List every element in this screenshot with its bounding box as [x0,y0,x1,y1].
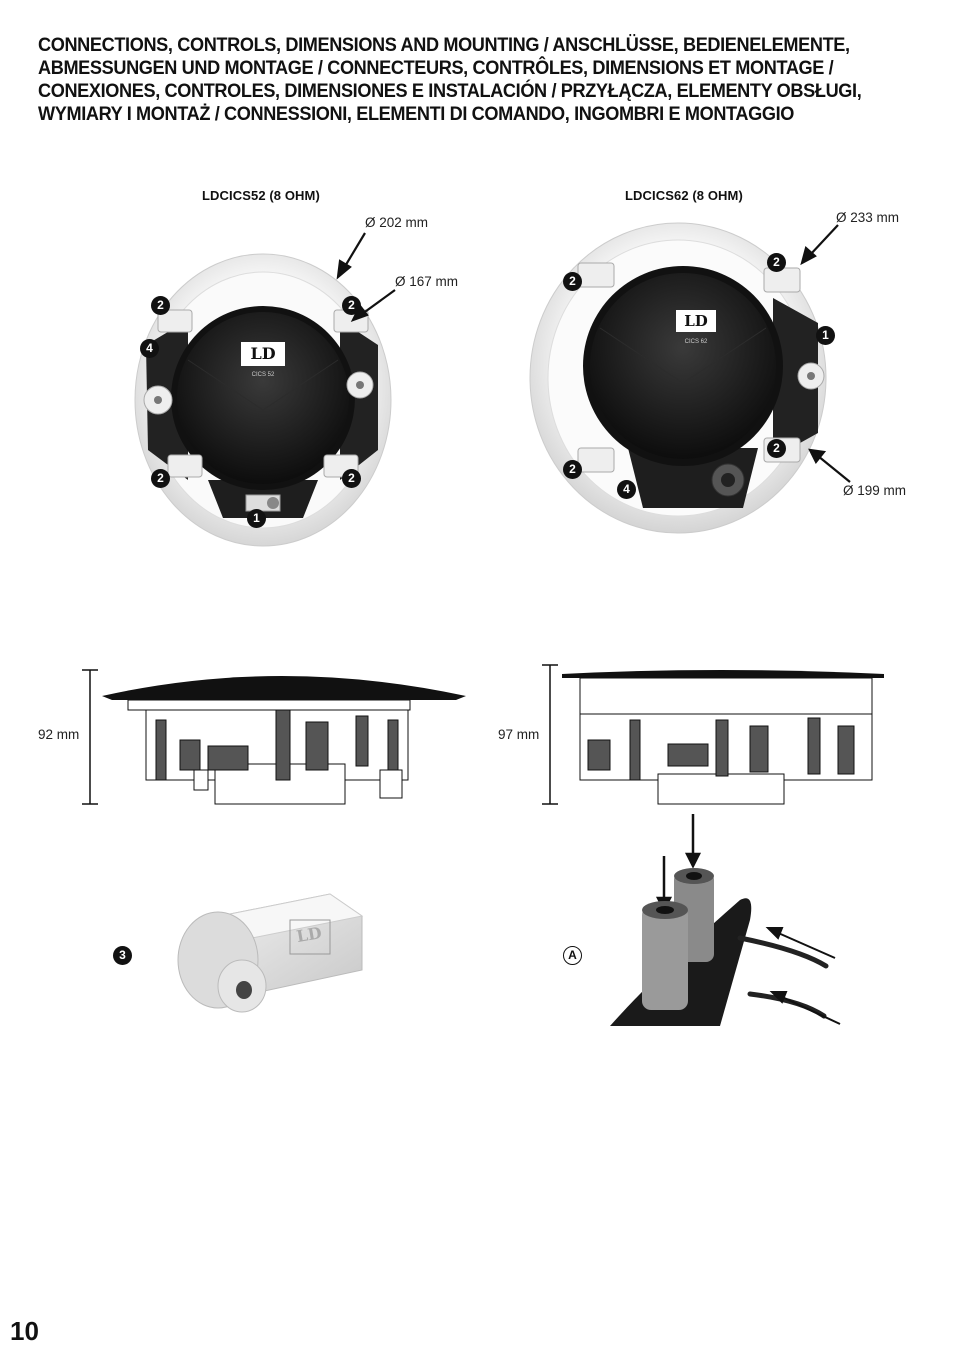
callout-2-left-tl: 2 [151,296,170,315]
callout-2-left-tr: 2 [342,296,361,315]
model-label-right: LDCICS62 (8 OHM) [625,188,743,203]
left-brand-logo: LD [250,344,275,363]
detail-a-connectors-image [610,814,841,1026]
model-label-left: LDCICS52 (8 OHM) [202,188,320,203]
callout-1-left: 1 [247,509,266,528]
left-speaker-side-image [82,669,466,805]
svg-text:LD: LD [295,923,323,946]
title-line-3: CONEXIONES, CONTROLES, DIMENSIONES E INS… [38,80,862,102]
right-brand-logo: LD [684,312,708,330]
right-speaker-side-image [542,664,884,805]
callout-4-right: 4 [617,480,636,499]
left-cutout-diameter: Ø 167 mm [395,274,459,289]
callout-2-left-bl: 2 [151,469,170,488]
callout-2-left-br: 2 [342,469,361,488]
callout-arrows [336,224,851,483]
right-depth: 97 mm [498,727,540,742]
left-speaker-front-image: LD CICS 52 [134,253,392,547]
callout-4-left: 4 [140,339,159,358]
callout-2-right-tl: 2 [563,272,582,291]
callout-a: A [563,946,582,965]
detail-3-terminal-image: LD [177,893,364,1013]
callout-2-right-bl: 2 [563,460,582,479]
left-model-print: CICS 52 [252,372,275,378]
right-speaker-front-image: LD CICS 62 [529,222,827,534]
page-number: 10 [10,1316,39,1346]
left-outer-diameter: Ø 202 mm [365,215,429,230]
right-outer-diameter: Ø 233 mm [836,210,900,225]
callout-2-right-tr: 2 [767,253,786,272]
callout-1-right: 1 [816,326,835,345]
callout-2-right-br: 2 [767,439,786,458]
callout-3: 3 [113,946,132,965]
left-depth: 92 mm [38,727,80,742]
right-model-print: CICS 62 [685,339,708,345]
title-line-2: ABMESSUNGEN UND MONTAGE / CONNECTEURS, C… [38,57,834,79]
title-line-4: WYMIARY I MONTAŻ / CONNESSIONI, ELEMENTI… [38,103,795,125]
title-line-1: CONNECTIONS, CONTROLS, DIMENSIONS AND MO… [38,34,850,56]
right-cutout-diameter: Ø 199 mm [843,483,907,498]
page-title: CONNECTIONS, CONTROLS, DIMENSIONS AND MO… [38,34,862,126]
